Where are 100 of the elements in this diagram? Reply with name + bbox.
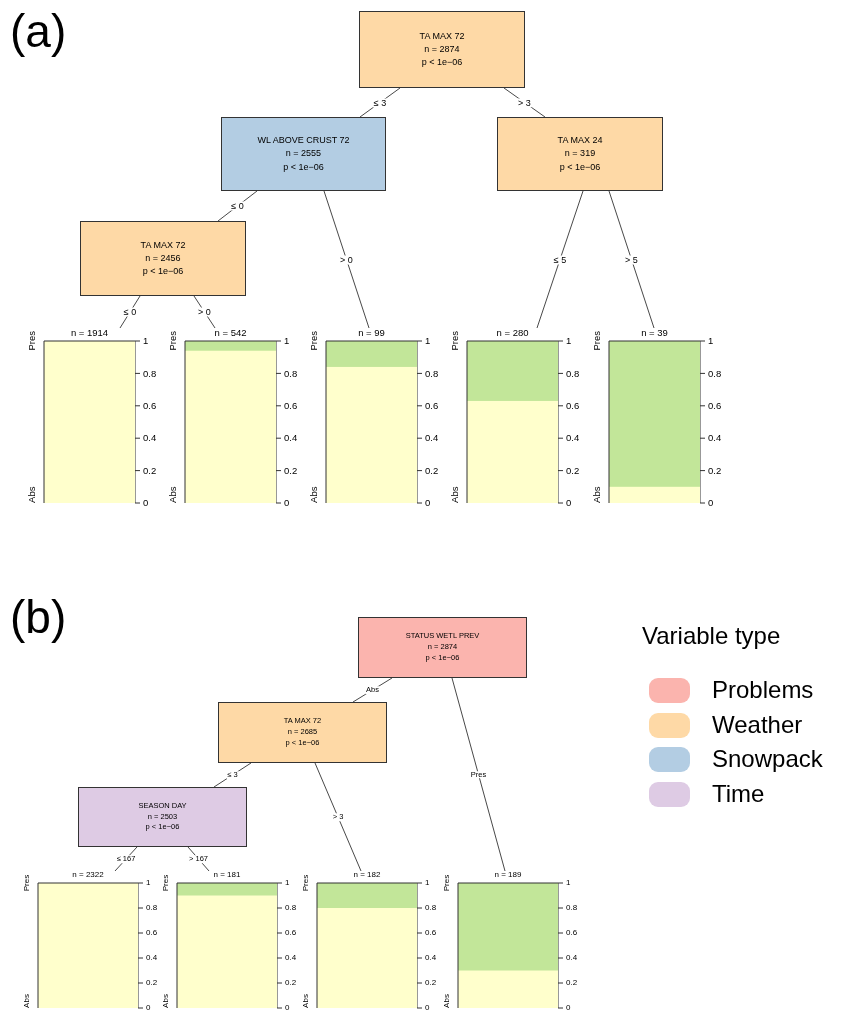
axis-category-label: Pres <box>27 330 37 351</box>
axis-tick-label: 0.8 <box>285 904 297 912</box>
axis-tick-label: 0.8 <box>146 904 158 912</box>
axis-category-label: Pres <box>302 874 310 891</box>
axis-tick-label: 1 <box>425 336 431 346</box>
axis-tick-label: 0.8 <box>284 368 298 379</box>
connector-line <box>213 762 252 788</box>
connector-line <box>119 295 141 329</box>
axis-tick-label: 0.2 <box>146 979 158 987</box>
axis-tick-label: 0 <box>566 1004 571 1012</box>
node-text: WL ABOVE CRUST 72 <box>257 134 350 148</box>
axis-category-label: Pres <box>450 330 460 351</box>
node-count-label: n = 181 <box>213 871 241 879</box>
axis-tick-label: 1 <box>146 879 151 887</box>
connector-line <box>608 190 655 329</box>
axis-tick-label: 1 <box>143 336 149 346</box>
split-node-box <box>218 702 387 763</box>
axis-tick-label: 0.4 <box>285 954 297 962</box>
split-node-box <box>80 221 246 296</box>
axis-tick-label: 0.4 <box>566 954 578 962</box>
axis-tick-label: 0 <box>285 1004 290 1012</box>
axis-tick-label: 0.6 <box>566 929 578 937</box>
axis-category-label: Pres <box>23 874 31 891</box>
legend-label: Time <box>712 780 765 807</box>
connector-line <box>323 190 370 329</box>
axis-category-label: Abs <box>162 994 170 1008</box>
split-node-box <box>358 617 527 678</box>
legend-title: Variable type <box>642 624 781 648</box>
node-text: p < 1e−06 <box>559 160 601 174</box>
split-node-box <box>359 11 525 88</box>
axis-category-label: Abs <box>27 486 37 503</box>
legend-label: Snowpack <box>712 746 823 773</box>
axis-tick-label: 1 <box>285 879 290 887</box>
node-text: n = 2874 <box>424 42 460 56</box>
axis-tick-label: 0.8 <box>425 904 437 912</box>
connector-line <box>314 762 362 872</box>
axis-tick-label: 0 <box>146 1004 151 1012</box>
split-node-box <box>78 787 247 847</box>
split-node-box <box>497 117 663 191</box>
node-text: p < 1e−06 <box>283 160 324 174</box>
axis-category-label: Abs <box>450 486 460 503</box>
edge-label: ≤ 0 <box>230 201 245 211</box>
axis-category-label: Abs <box>592 486 602 503</box>
axis-tick-label: 0.2 <box>143 465 157 476</box>
node-count-label: n = 182 <box>353 871 381 879</box>
node-count-label: n = 2322 <box>72 871 104 879</box>
axis-category-label: Abs <box>302 994 310 1008</box>
axis-tick-label: 1 <box>284 336 290 346</box>
edge-label: ≤ 0 <box>122 307 138 317</box>
axis-category-label: Pres <box>309 330 319 351</box>
edge-label: ≤ 3 <box>372 98 388 107</box>
axis-tick-label: 0 <box>708 498 714 508</box>
axis-tick-label: 0.2 <box>708 465 722 476</box>
axis-category-label: Pres <box>443 874 451 891</box>
node-count-label: n = 280 <box>496 328 529 338</box>
axis-tick-label: 1 <box>425 879 430 887</box>
node-count-label: n = 99 <box>358 328 385 338</box>
edge-label: > 0 <box>339 255 354 264</box>
node-text: p < 1e−06 <box>142 265 184 278</box>
axis-tick-label: 0.4 <box>146 954 158 962</box>
axis-tick-label: 0 <box>284 498 290 508</box>
axis-tick-label: 0.6 <box>285 929 297 937</box>
node-count-label: n = 39 <box>641 328 668 338</box>
edge-label: > 5 <box>624 255 639 264</box>
edge-label: > 3 <box>517 98 532 107</box>
axis-tick-label: 0.8 <box>425 368 439 379</box>
node-count-label: n = 189 <box>494 871 522 879</box>
node-count-label: n = 542 <box>214 328 247 338</box>
axis-category-label: Abs <box>23 994 31 1008</box>
node-text: TA MAX 72 <box>419 29 465 43</box>
axis-tick-label: 0.2 <box>566 465 580 476</box>
axis-category-label: Abs <box>309 486 319 503</box>
axis-tick-label: 0.6 <box>146 929 158 937</box>
axis-tick-label: 1 <box>708 336 714 346</box>
axis-tick-label: 0 <box>425 498 431 508</box>
axis-tick-label: 0.2 <box>425 465 439 476</box>
axis-tick-label: 0.2 <box>285 979 297 987</box>
axis-tick-label: 0.8 <box>566 368 580 379</box>
connector-line <box>503 87 546 118</box>
axis-tick-label: 0.8 <box>143 368 157 379</box>
axis-tick-label: 0.2 <box>425 979 437 987</box>
node-count-label: n = 1914 <box>70 328 109 338</box>
split-node-box <box>221 117 386 191</box>
legend-label: Weather <box>712 711 803 738</box>
node-text: n = 2555 <box>285 147 322 161</box>
axis-category-label: Pres <box>592 330 602 351</box>
node-text: n = 2456 <box>145 251 181 265</box>
axis-tick-label: 0.2 <box>566 979 578 987</box>
axis-tick-label: 0.8 <box>566 904 578 912</box>
axis-tick-label: 0.6 <box>425 929 437 937</box>
node-text: n = 319 <box>564 147 596 161</box>
axis-tick-label: 0 <box>143 498 149 508</box>
axis-category-label: Pres <box>162 874 170 891</box>
node-text: p < 1e−06 <box>421 56 463 69</box>
axis-tick-label: 0.2 <box>284 465 298 476</box>
connector-line <box>451 677 506 872</box>
axis-category-label: Abs <box>168 486 178 503</box>
axis-tick-label: 1 <box>566 879 571 887</box>
edge-label: ≤ 5 <box>552 255 568 264</box>
axis-tick-label: 0.8 <box>708 368 722 379</box>
